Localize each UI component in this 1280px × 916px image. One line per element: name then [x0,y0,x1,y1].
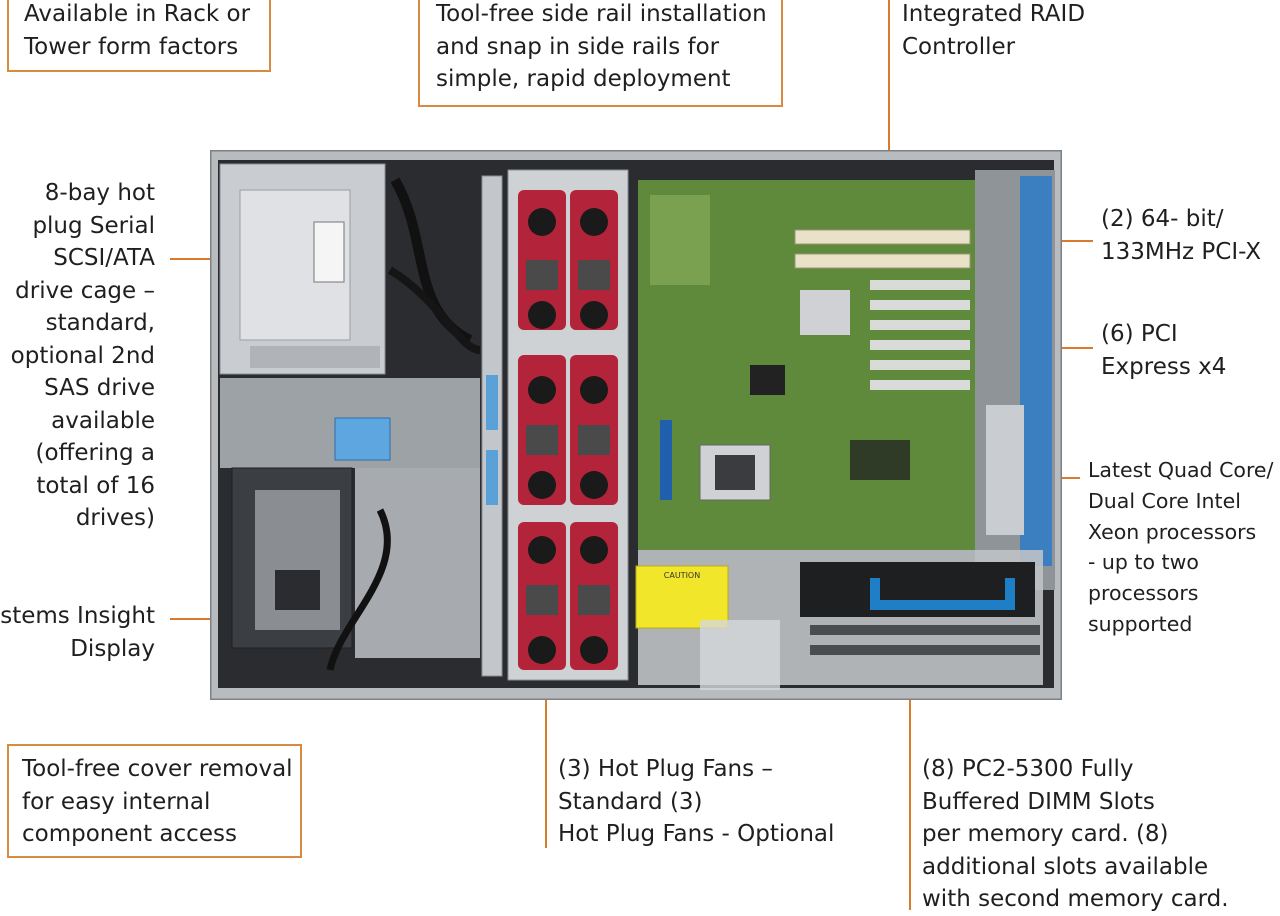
callout-rack-tower: Available in Rack or Tower form factors [24,1,251,60]
callout-cover: Tool-free cover removal for easy interna… [22,756,293,847]
callout-pcie: (6) PCI Express x4 [1101,321,1227,380]
hot-plug-fans [507,169,629,681]
drive-cage [219,163,386,375]
callout-box-side-rail [418,0,783,107]
callout-dimm: (8) PC2-5300 Fully Buffered DIMM Slots p… [922,756,1229,912]
callout-pcix: (2) 64- bit/ 133MHz PCI-X [1101,206,1262,265]
callout-raid: Integrated RAID Controller [902,1,1086,60]
callout-fans: (3) Hot Plug Fans – Standard (3) Hot Plu… [558,756,835,847]
motherboard [638,180,1038,550]
callout-insight: Systems Insight Display [0,603,155,662]
pci-slot-brackets [975,170,1055,590]
leader-dimm [909,628,911,910]
server-chassis-photo: CAUTION [210,150,1062,700]
caution-label-text: CAUTION [664,571,700,580]
caution-label: CAUTION [635,565,729,629]
callout-box-cover [7,744,302,858]
callout-box-rack-tower [7,0,271,72]
systems-insight-display-panel [231,467,353,649]
callout-side-rail: Tool-free side rail installation and sna… [436,1,767,92]
blue-sticker [334,417,391,461]
leader-fans [545,650,547,848]
leader-raid [888,0,890,183]
callout-drive-cage: 8-bay hot plug Serial SCSI/ATA drive cag… [10,180,155,531]
callout-xeon: Latest Quad Core/ Dual Core Intel Xeon p… [1088,458,1274,636]
